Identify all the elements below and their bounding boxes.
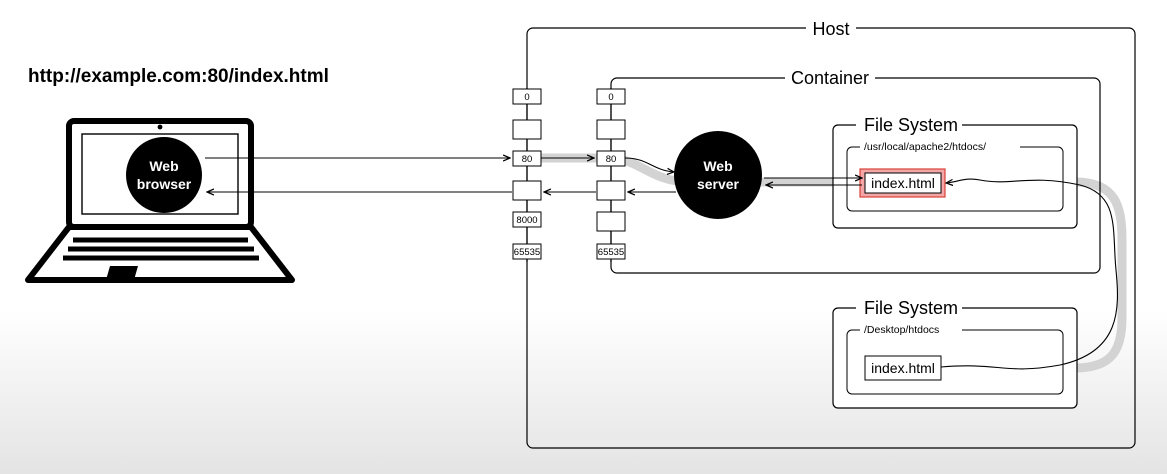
svg-text:65535: 65535: [598, 247, 624, 258]
host-htdocs-path: /Desktop/htdocs: [864, 324, 939, 336]
host-filesystem-label: File System: [864, 298, 958, 318]
container-htdocs-path: /usr/local/apache2/htdocs/: [864, 141, 986, 153]
host-port-column: 0 80 8000 65535: [512, 88, 542, 260]
svg-text:Web: Web: [149, 158, 178, 174]
host-port-65535: [512, 243, 542, 260]
laptop-icon: Web browser: [25, 118, 295, 283]
container-port-column: 0 80 65535: [596, 88, 626, 260]
svg-text:80: 80: [522, 154, 533, 165]
host-index-file: [864, 355, 942, 381]
svg-text:8000: 8000: [516, 215, 537, 226]
host-port-slot: [512, 180, 542, 201]
host-port-slot: [512, 119, 542, 140]
container-index-file: [864, 172, 942, 194]
web-server: [674, 131, 762, 219]
svg-text:0: 0: [524, 92, 529, 103]
svg-text:65535: 65535: [514, 247, 540, 258]
container-port-slot: [596, 180, 626, 201]
keyboard-icon: [63, 237, 259, 261]
container-port-slot: [596, 119, 626, 140]
container-port-slot: [596, 211, 626, 232]
request-url: http://example.com:80/index.html: [28, 66, 329, 87]
request-arrow-container-to-server: [624, 157, 674, 172]
bind-mount-connector: [940, 178, 1118, 370]
container-port-0: [596, 88, 626, 105]
svg-text:server: server: [697, 176, 740, 192]
svg-text:browser: browser: [137, 176, 192, 192]
host-port-0: [512, 88, 542, 105]
svg-text:0: 0: [608, 92, 613, 103]
mount-flow-path: [944, 177, 1127, 373]
svg-text:Web: Web: [703, 158, 732, 174]
web-browser: [126, 137, 202, 213]
container-filesystem-label: File System: [864, 115, 958, 135]
container-label: Container: [791, 68, 869, 88]
host-index-file-label: index.html: [871, 360, 935, 376]
container-port-65535: [596, 243, 626, 260]
container-index-file-label: index.html: [871, 175, 935, 191]
svg-text:80: 80: [606, 154, 617, 165]
host-label: Host: [812, 19, 849, 39]
host-port-8000: [512, 211, 542, 228]
